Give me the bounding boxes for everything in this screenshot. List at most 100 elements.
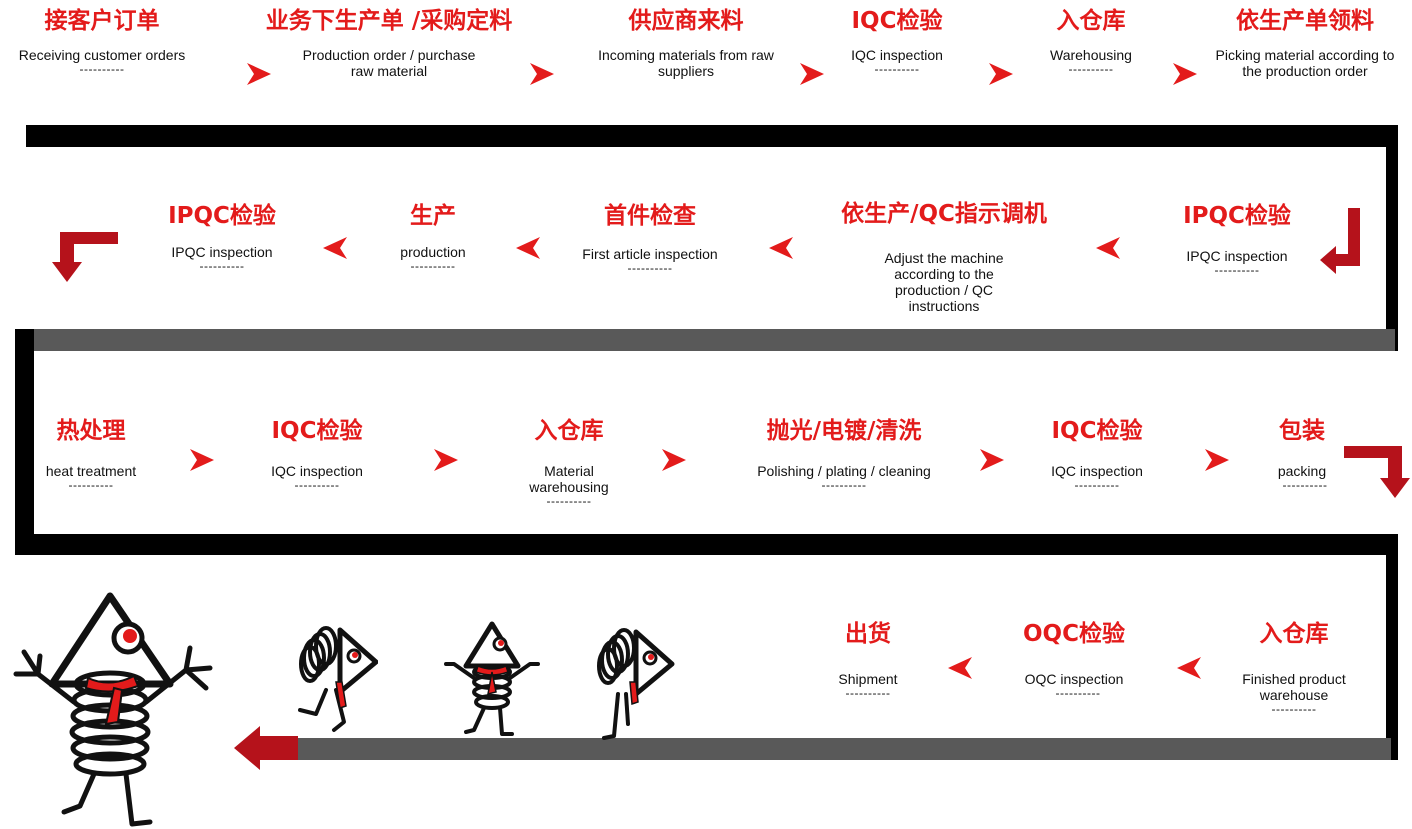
step-title-cn: 业务下生产单 /采购定料 [265, 8, 513, 34]
step-label-en: heat treatment [45, 463, 137, 479]
step-divider: ---------- [1282, 478, 1328, 492]
step-production: 生产 production ---------- [378, 202, 488, 272]
bent-arrow-right-down-icon [1344, 446, 1410, 498]
arrow-left-icon [1096, 237, 1120, 259]
step-divider: ---------- [79, 62, 125, 76]
step-label-en: IPQC inspection [171, 244, 273, 260]
arrow-right-icon [434, 449, 458, 471]
step-title-cn: 抛光/电镀/清洗 [766, 418, 922, 444]
bent-arrow-left-down-icon [52, 232, 118, 282]
arrow-right-icon [190, 449, 214, 471]
step-divider: ---------- [627, 261, 673, 275]
step-divider: ---------- [821, 478, 867, 492]
arrow-left-icon [516, 237, 540, 259]
step-title-cn: IPQC检验 [168, 203, 276, 229]
step-packing: 包装 packing ---------- [1257, 417, 1347, 491]
step-label-en: Material warehousing [529, 463, 609, 495]
step-label-en: Picking material according to the produc… [1215, 47, 1395, 79]
step-title-cn: 入仓库 [534, 418, 604, 444]
step-oqc-inspection: OQC检验 OQC inspection ---------- [1009, 620, 1139, 699]
step-label-en: Incoming materials from raw suppliers [598, 47, 774, 79]
step-label-en: Polishing / plating / cleaning [757, 463, 931, 479]
arrow-left-icon [769, 237, 793, 259]
step-finished-warehouse: 入仓库 Finished product warehouse ---------… [1239, 620, 1349, 715]
step-title-cn: IQC检验 [851, 8, 943, 34]
step-title-cn: IQC检验 [1051, 418, 1143, 444]
walking-mascot-illustration-2 [597, 628, 675, 740]
step-ipqc-inspection-right: IPQC检验 IPQC inspection ---------- [1162, 202, 1312, 276]
step-title-cn: IPQC检验 [1183, 203, 1291, 229]
step-title-cn: 供应商来料 [628, 8, 744, 34]
step-material-warehousing: 入仓库 Material warehousing ---------- [519, 417, 619, 507]
step-receiving-orders: 接客户订单 Receiving customer orders --------… [2, 7, 202, 75]
step-divider: ---------- [1214, 263, 1260, 277]
walking-mascot-illustration [298, 626, 378, 732]
step-divider: ---------- [845, 686, 891, 700]
step-title-cn: 首件检查 [604, 203, 696, 229]
step-label-en: Shipment [838, 671, 898, 687]
right-vertical-bar-2 [1386, 534, 1398, 760]
arrow-right-icon [980, 449, 1004, 471]
arrow-right-icon [530, 63, 554, 85]
step-title-cn: 入仓库 [1056, 8, 1126, 34]
step-ipqc-inspection-left: IPQC检验 IPQC inspection ---------- [147, 202, 297, 272]
step-label-en: Warehousing [1050, 47, 1132, 63]
step-divider: ---------- [874, 62, 920, 76]
step-label-en: First article inspection [582, 246, 718, 262]
step-divider: ---------- [199, 259, 245, 273]
step-polishing-plating: 抛光/电镀/清洗 Polishing / plating / cleaning … [734, 417, 954, 491]
waving-mascot-illustration [444, 621, 540, 736]
arrow-left-icon [323, 237, 347, 259]
step-label-en: Adjust the machine according to the prod… [884, 250, 1004, 314]
step-label-en: Finished product warehouse [1242, 671, 1346, 703]
step-incoming-materials: 供应商来料 Incoming materials from raw suppli… [596, 7, 776, 79]
arrow-right-icon [1173, 63, 1197, 85]
row1-bottom-bar [26, 125, 1398, 147]
step-label-en: IQC inspection [1051, 463, 1143, 479]
row3-bottom-bar [15, 534, 1398, 555]
large-mascot-illustration [13, 592, 213, 827]
step-label-en: IQC inspection [851, 47, 943, 63]
step-title-cn: 接客户订单 [44, 8, 160, 34]
step-heat-treatment: 热处理 heat treatment ---------- [31, 417, 151, 491]
arrow-right-icon [662, 449, 686, 471]
arrow-left-icon [1177, 657, 1201, 679]
arrow-right-icon [247, 63, 271, 85]
arrow-left-icon [948, 657, 972, 679]
row4-bottom-bar [298, 738, 1391, 760]
left-vertical-bar [15, 329, 34, 555]
step-first-article: 首件检查 First article inspection ---------- [560, 202, 740, 274]
step-title-cn: OQC检验 [1023, 621, 1125, 647]
step-label-en: production [400, 244, 466, 260]
step-title-cn: 入仓库 [1259, 621, 1329, 647]
arrow-right-icon [1205, 449, 1229, 471]
step-divider: ---------- [1068, 62, 1114, 76]
right-vertical-bar-1 [1386, 125, 1398, 351]
step-label-en: Production order / purchase raw material [302, 47, 476, 79]
step-divider: ---------- [294, 478, 340, 492]
step-iqc-inspection-1: IQC检验 IQC inspection ---------- [827, 7, 967, 75]
step-title-cn: 出货 [845, 621, 891, 647]
step-title-cn: 依生产/QC指示调机 [841, 201, 1047, 227]
step-label-en: IPQC inspection [1186, 248, 1288, 264]
step-label-en: OQC inspection [1024, 671, 1124, 687]
step-title-cn: 包装 [1279, 418, 1325, 444]
step-shipment: 出货 Shipment ---------- [823, 620, 913, 699]
step-label-en: IQC inspection [271, 463, 363, 479]
step-warehousing-1: 入仓库 Warehousing ---------- [1026, 7, 1156, 75]
arrow-right-icon [800, 63, 824, 85]
step-iqc-inspection-3: IQC检验 IQC inspection ---------- [1032, 417, 1162, 491]
step-picking-material: 依生产单领料 Picking material according to the… [1215, 7, 1395, 79]
step-divider: ---------- [1074, 478, 1120, 492]
step-title-cn: 依生产单领料 [1236, 8, 1374, 34]
bent-arrow-down-left-icon [1320, 208, 1360, 274]
step-production-order: 业务下生产单 /采购定料 Production order / purchase… [266, 7, 512, 79]
row2-bottom-bar [15, 329, 1395, 351]
step-divider: ---------- [1271, 702, 1317, 716]
step-divider: ---------- [68, 478, 114, 492]
arrow-right-icon [989, 63, 1013, 85]
step-divider: ---------- [546, 494, 592, 508]
step-adjust-machine: 依生产/QC指示调机 Adjust the machine according … [841, 200, 1047, 314]
step-label-en: packing [1277, 463, 1327, 479]
